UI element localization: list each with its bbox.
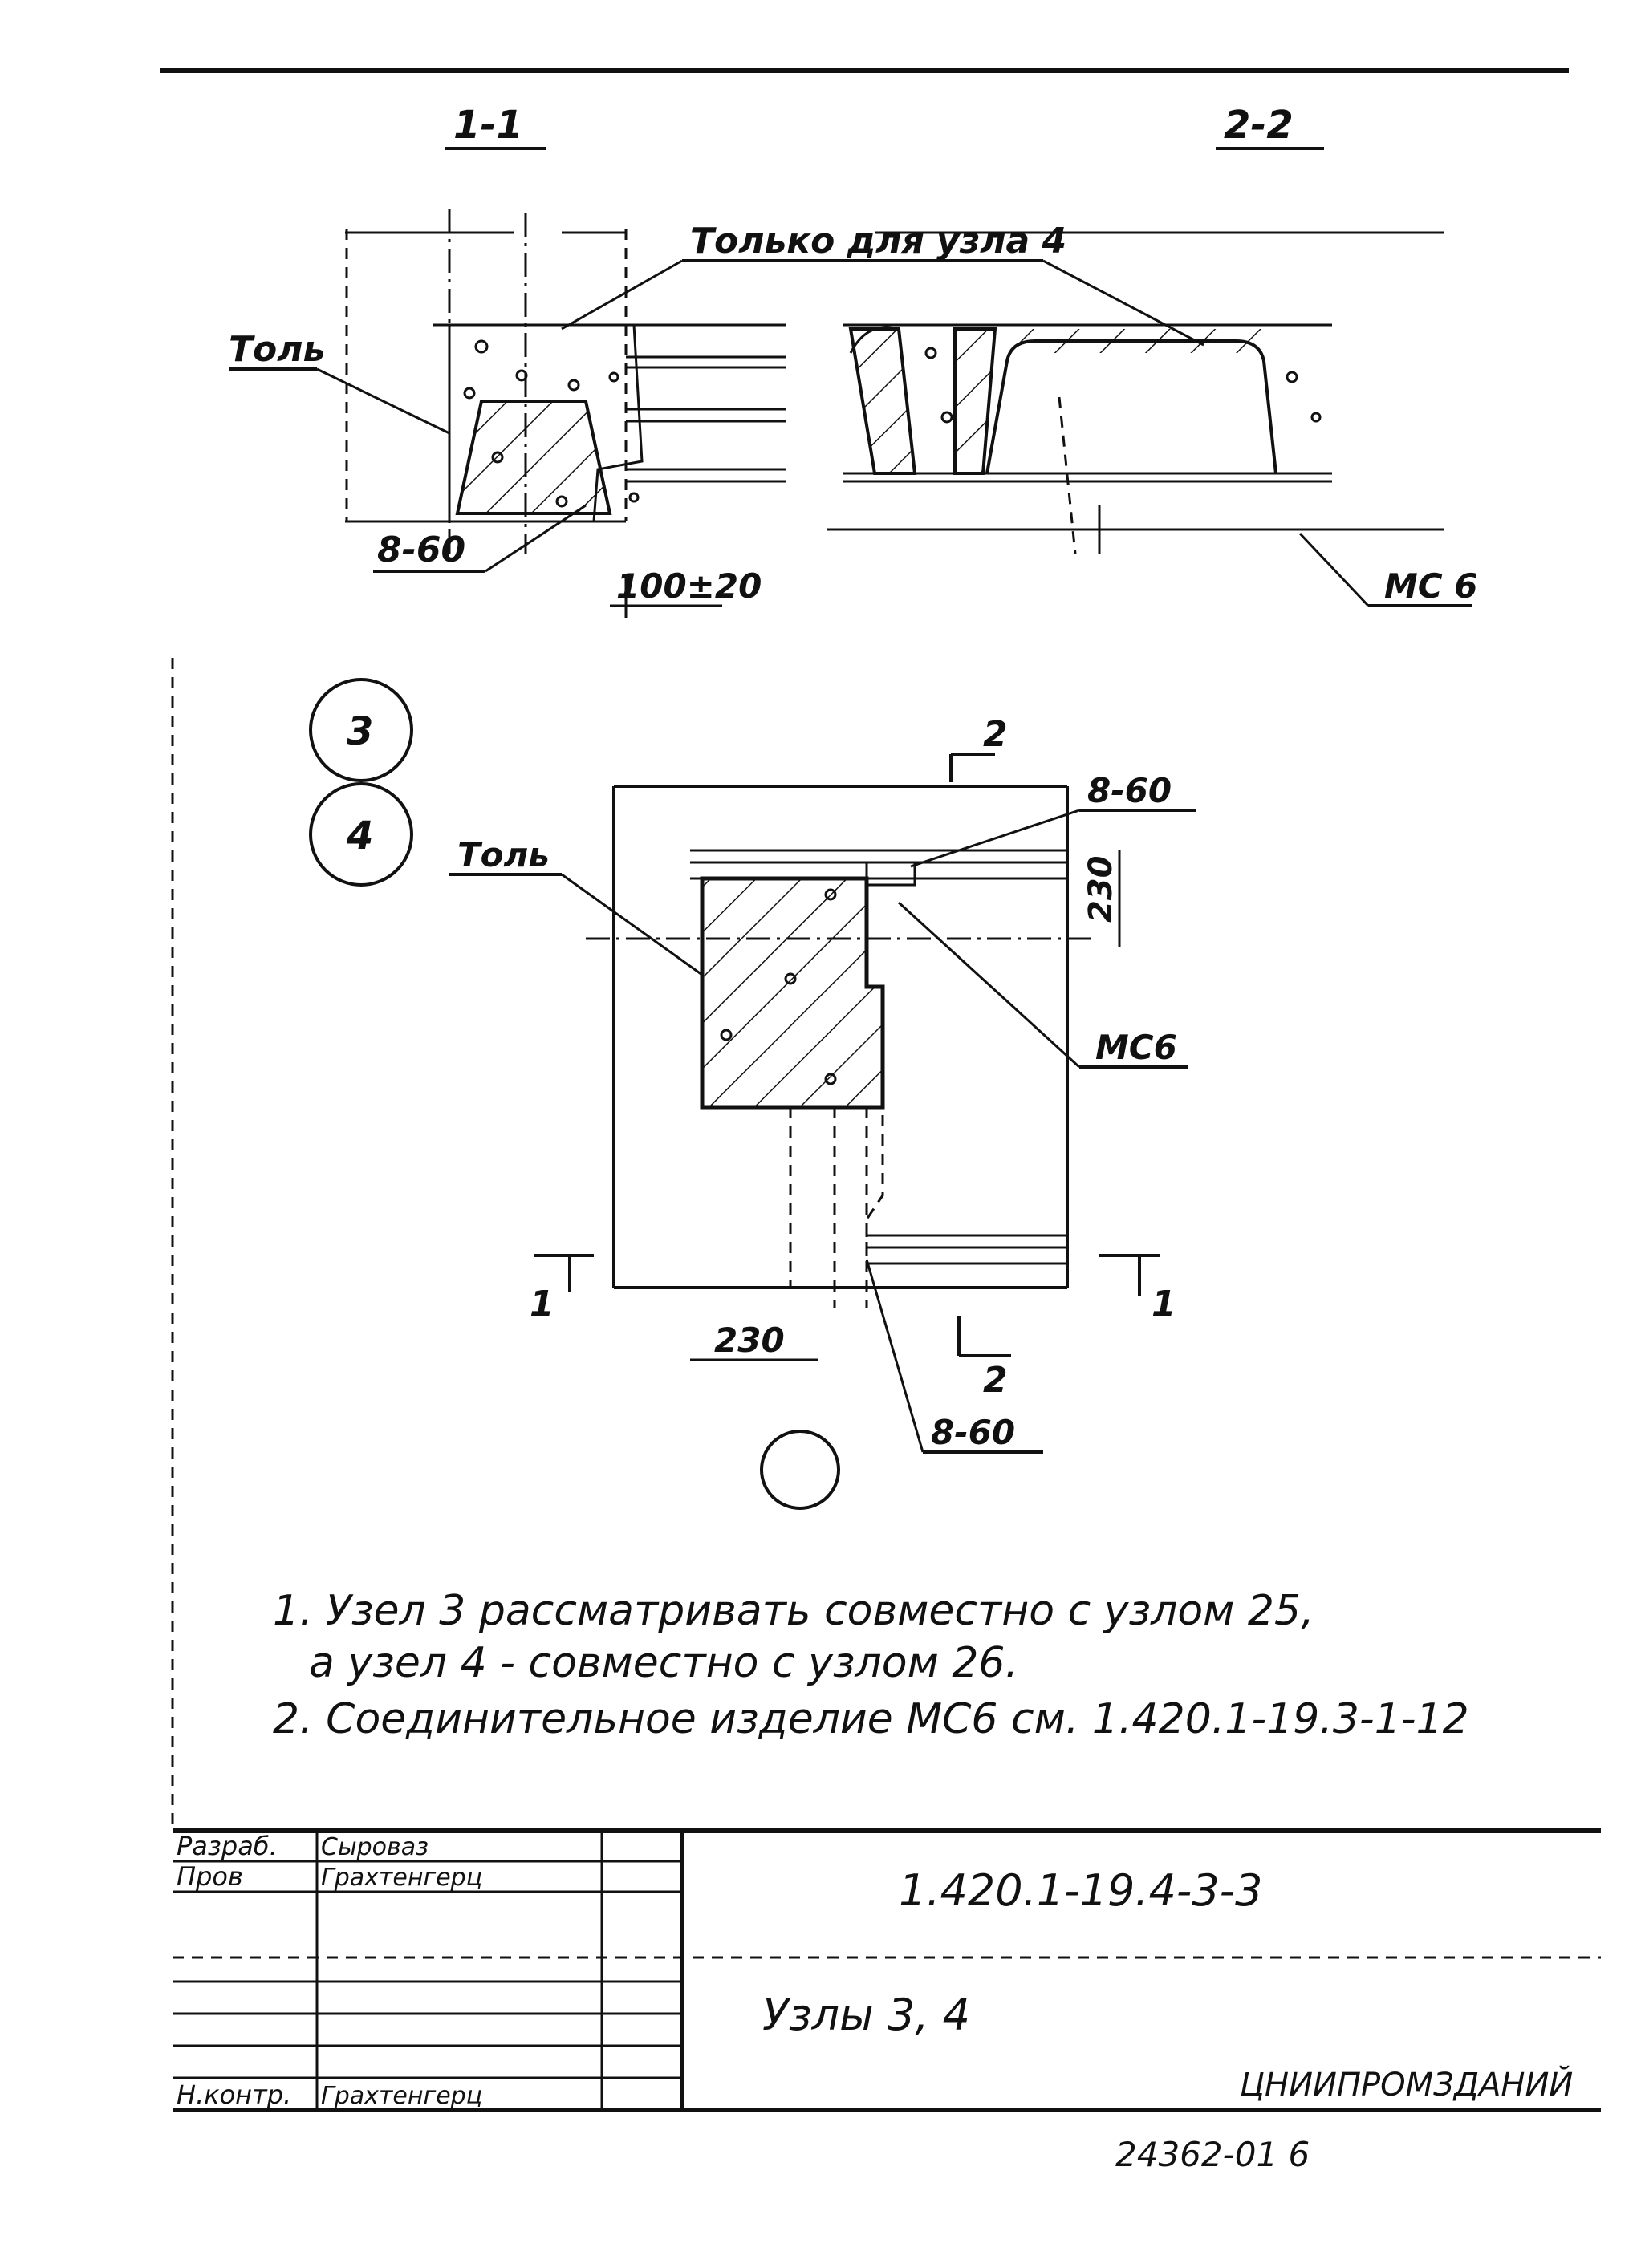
mc6-label-top: МС 6 bbox=[1384, 566, 1477, 606]
doc-code: 1.420.1-19.4-3-3 bbox=[899, 1865, 1263, 1916]
cut-2-bottom-label: 2 bbox=[983, 1360, 1008, 1401]
section-2-title: 2-2 bbox=[1224, 103, 1294, 148]
weld-label-plan-bottom: 8-60 bbox=[931, 1413, 1015, 1452]
role-2: Пров bbox=[177, 1861, 243, 1892]
plan-view: 3 4 2 2 1 bbox=[309, 678, 1196, 1510]
only-node4-label: Только для узла 4 bbox=[690, 221, 1066, 262]
archive-number: 24362-01 6 bbox=[1115, 2135, 1310, 2174]
tol-label-plan: Толь bbox=[457, 835, 550, 874]
notes-block: 1. Узел 3 рассматривать совместно с узло… bbox=[273, 1587, 1469, 1743]
panel-profile bbox=[985, 339, 1277, 474]
dim-100-label: 100±20 bbox=[616, 566, 762, 606]
node-3-label: 3 bbox=[347, 709, 373, 754]
tol-label-top: Толь bbox=[229, 329, 325, 370]
name-2: Грахтенгерц bbox=[321, 1864, 482, 1892]
weld-label-top: 8-60 bbox=[377, 529, 465, 570]
hatched-rib-2a bbox=[848, 327, 917, 475]
section-1-title: 1-1 bbox=[453, 103, 523, 148]
node-4-label: 4 bbox=[346, 813, 373, 858]
role-1: Разраб. bbox=[177, 1831, 278, 1861]
sheet-title: Узлы 3, 4 bbox=[762, 1990, 970, 2040]
section-2-2: 2-2 Только для узла 4 МС 6 bbox=[561, 103, 1477, 607]
organization: ЦНИИПРОМЗДАНИЙ bbox=[1240, 2065, 1573, 2104]
name-3: Грахтенгерц bbox=[321, 2082, 482, 2110]
empty-node-circle bbox=[760, 1430, 840, 1510]
node-3-circle bbox=[309, 678, 413, 782]
node-4-circle bbox=[309, 782, 413, 887]
note-line-1: 1. Узел 3 рассматривать совместно с узло… bbox=[273, 1587, 1314, 1635]
dim-230-vertical: 230 bbox=[1082, 856, 1119, 923]
cut-1-left-label: 1 bbox=[530, 1284, 554, 1325]
note-line-3: 2. Соединительное изделие МС6 см. 1.420.… bbox=[273, 1695, 1469, 1743]
cut-2-top-label: 2 bbox=[983, 714, 1008, 755]
mc6-plate-plan bbox=[865, 861, 916, 887]
mc6-label-plan: МС6 bbox=[1095, 1028, 1177, 1067]
weld-label-plan-top: 8-60 bbox=[1087, 771, 1172, 810]
column-block-hatched bbox=[700, 876, 885, 1110]
section-1-1: 1-1 Толь 8-60 100±20 bbox=[229, 103, 786, 618]
hatched-rib-1 bbox=[455, 400, 612, 515]
hatched-rib-2b bbox=[953, 327, 997, 475]
role-3: Н.контр. bbox=[177, 2079, 291, 2110]
name-1: Сыроваз bbox=[321, 1833, 429, 1861]
title-block: Разраб. Сыроваз Пров Грахтенгерц Н.контр… bbox=[173, 1828, 1601, 2174]
note-line-2: а узел 4 - совместно с узлом 26. bbox=[309, 1639, 1018, 1687]
dim-230-horizontal: 230 bbox=[714, 1321, 785, 1360]
cut-1-right-label: 1 bbox=[1152, 1284, 1176, 1325]
